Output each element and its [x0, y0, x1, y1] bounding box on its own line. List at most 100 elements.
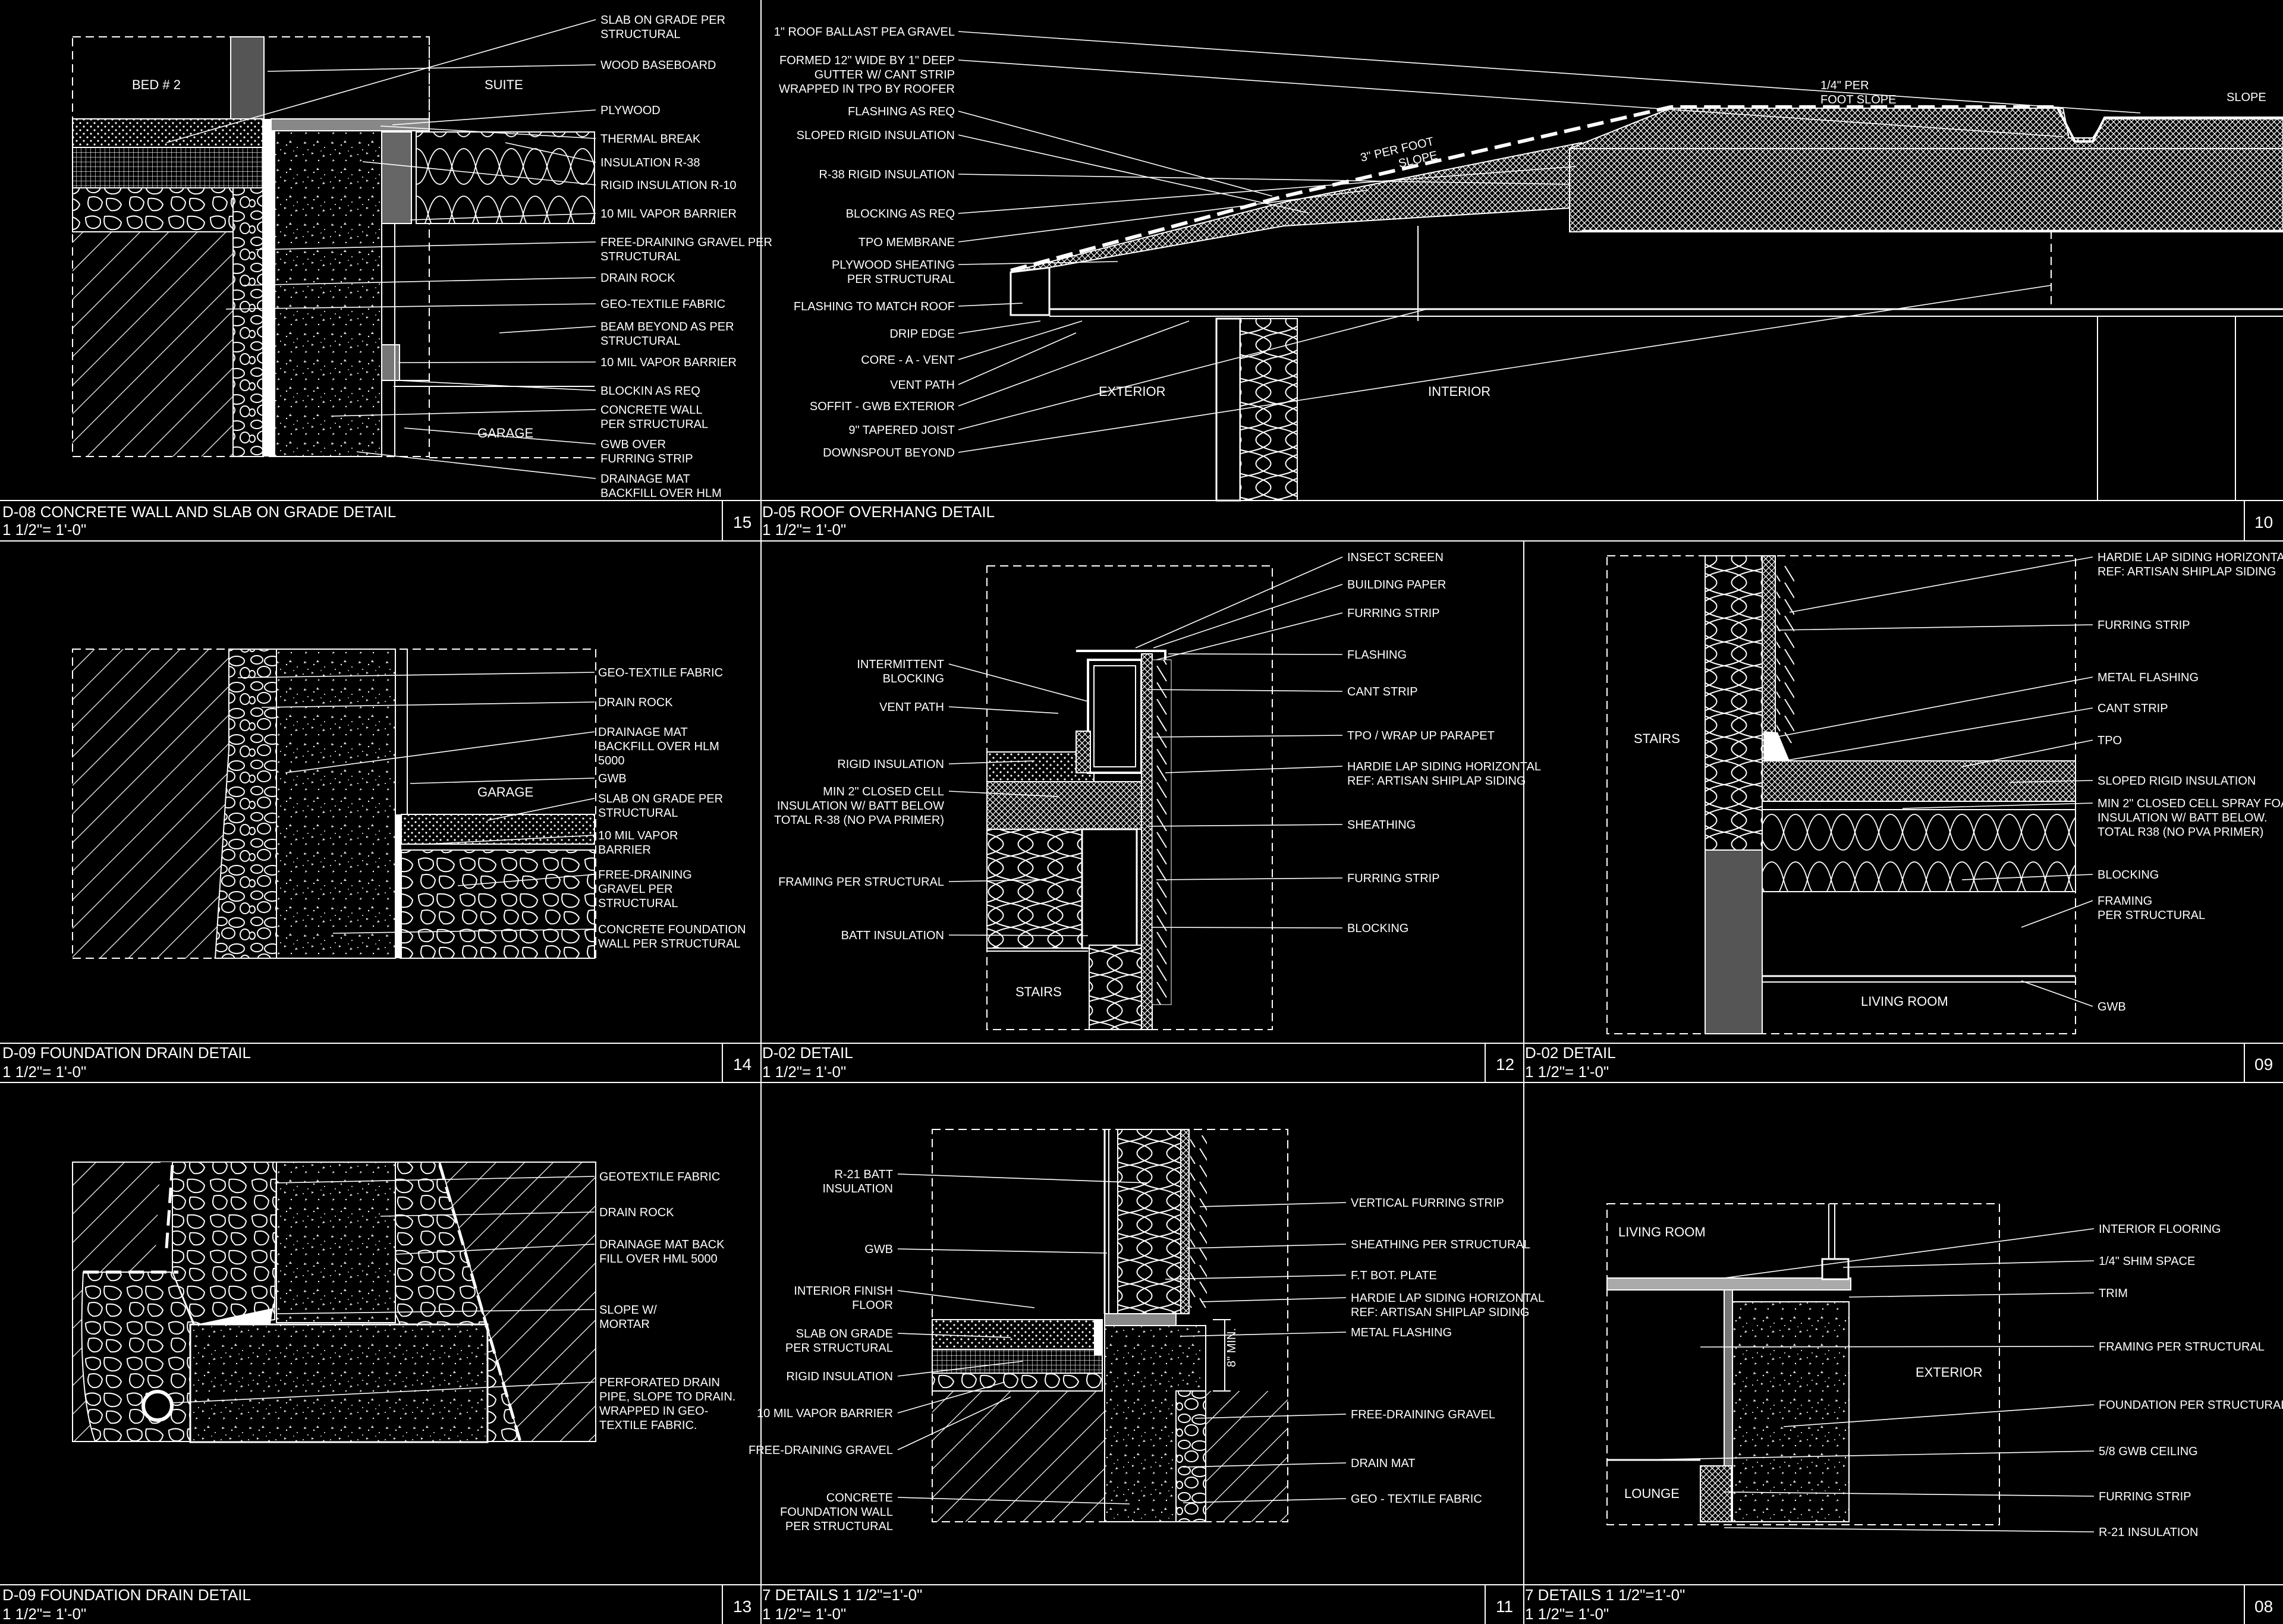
leader-line: [958, 320, 1190, 407]
callout-label: FREE-DRAINING GRAVEL: [1351, 1408, 1495, 1421]
leader-line: [166, 19, 596, 143]
callout-label: GEO-TEXTILE FABRIC: [600, 298, 725, 311]
leader-line: [958, 174, 1570, 185]
leader-line: [1961, 739, 2093, 767]
callout-label: GWB: [864, 1243, 893, 1256]
panel-15-scale: 1 1/2"= 1'-0": [2, 521, 86, 539]
callout-label: METAL FLASHING: [1351, 1326, 1452, 1339]
callout-label: DRAIN MAT: [1351, 1457, 1416, 1470]
room-label-exterior: EXTERIOR: [1099, 384, 1165, 399]
leader-line: [285, 731, 595, 773]
leader-line: [332, 409, 596, 417]
panel-11-scale: 1 1/2"= 1'-0": [762, 1605, 846, 1623]
panel-14-scale: 1 1/2"= 1'-0": [2, 1063, 86, 1081]
leader-line: [1961, 874, 2093, 880]
callout-label: INSULATION R-38: [600, 156, 700, 169]
leader-line: [1700, 1346, 2095, 1348]
callout-label: SHEATHING: [1347, 819, 1416, 832]
callout-label: FOUNDATION PER STRUCTURAL: [2099, 1399, 2283, 1412]
leader-line: [1150, 927, 1343, 929]
panel-09-number: 09: [2254, 1055, 2273, 1074]
leader-line: [1148, 824, 1343, 827]
leader-line: [948, 706, 1059, 714]
leader-line: [1842, 1260, 2095, 1268]
room-label-bed: BED # 2: [132, 77, 181, 92]
callout-label: 9" TAPERED JOIST: [848, 424, 955, 437]
callout-label: SLOPED RIGID INSULATION: [797, 129, 955, 142]
room-label-garage: GARAGE: [477, 785, 533, 800]
leader-line: [897, 1396, 1011, 1450]
leader-line: [380, 1211, 595, 1217]
leader-line: [1165, 766, 1343, 773]
panel-09-scale: 1 1/2"= 1'-0": [1525, 1063, 1609, 1081]
leader-line: [948, 663, 1089, 702]
slope-note-roof-b: FOOT SLOPE: [1820, 93, 1896, 106]
callout-label: FURRING STRIP: [1347, 607, 1440, 620]
leader-line: [1183, 1498, 1347, 1503]
panel-14-leaders: [237, 672, 595, 934]
leader-line: [2009, 780, 2093, 783]
panel-08-title: 7 DETAILS 1 1/2"=1'-0": [1525, 1586, 1685, 1604]
callout-label: 10 MIL VAPOR BARRIER: [600, 356, 737, 369]
leader-line: [1724, 1527, 2095, 1532]
panel-10-scale: 1 1/2"= 1'-0": [762, 521, 846, 539]
callout-label: 5/8 GWB CEILING: [2099, 1445, 2198, 1458]
callout-label: TRIM: [2099, 1287, 2128, 1300]
callout-label: GEOTEXTILE FABRIC: [599, 1170, 720, 1184]
panel-10-leaders: [958, 31, 2141, 453]
callout-label: TPO: [2098, 734, 2122, 747]
leader-line: [276, 1309, 595, 1314]
callout-label: VENT PATH: [879, 701, 944, 714]
leader-line: [948, 934, 1089, 936]
leader-line: [1183, 1462, 1347, 1468]
leader-line: [958, 31, 2141, 114]
leader-line: [958, 285, 2052, 453]
callout-label: FRAMING PER STRUCTURAL: [778, 876, 944, 889]
panel-13-title: D-09 FOUNDATION DRAIN DETAIL: [2, 1586, 251, 1604]
panel-12-leaders: [948, 556, 1343, 936]
callout-label: CORE - A - VENT: [861, 354, 955, 367]
leader-line: [1185, 1244, 1347, 1249]
slope-note-overhang: 3" PER FOOT SLOPE: [1359, 135, 1439, 171]
leader-line: [958, 261, 1118, 265]
callout-label: FLASHING: [1347, 649, 1407, 662]
callout-label: DRAIN ROCK: [599, 1206, 674, 1219]
leader-line: [1147, 689, 1343, 692]
leader-line: [404, 427, 596, 445]
callout-label: FURRING STRIP: [2099, 1490, 2191, 1503]
leader-line: [267, 64, 596, 72]
callout-label: CANT STRIP: [1347, 685, 1418, 698]
leader-line: [958, 111, 1273, 197]
callout-label: PLYWOOD: [600, 104, 661, 117]
callout-label: BUILDING PAPER: [1347, 578, 1446, 591]
callout-label: FURRING STRIP: [2098, 619, 2190, 632]
panel-12-scale: 1 1/2"= 1'-0": [762, 1063, 846, 1081]
leader-line: [505, 142, 596, 163]
leader-line: [948, 879, 1047, 882]
callout-label: BLOCKING: [1347, 922, 1408, 935]
slope-note-roof-c: SLOPE: [2227, 91, 2266, 104]
room-label-living-room: LIVING ROOM: [1861, 994, 1948, 1009]
callout-label: 1" ROOF BALLAST PEA GRAVEL: [774, 26, 955, 39]
callout-label: 10 MIL VAPOR BARRIER: [757, 1407, 893, 1420]
leader-line: [398, 361, 596, 363]
leader-line: [243, 277, 596, 286]
panel-09-leaders: [1775, 556, 2093, 1007]
leader-line: [1153, 584, 1343, 649]
panel-15-leaders: [166, 19, 596, 479]
leader-line: [958, 332, 1077, 385]
panel-08-number: 08: [2254, 1597, 2273, 1616]
leader-line: [2021, 900, 2093, 928]
leader-line: [1775, 676, 2093, 738]
callout-label: THERMAL BREAK: [600, 133, 701, 146]
leader-line: [1156, 612, 1343, 660]
